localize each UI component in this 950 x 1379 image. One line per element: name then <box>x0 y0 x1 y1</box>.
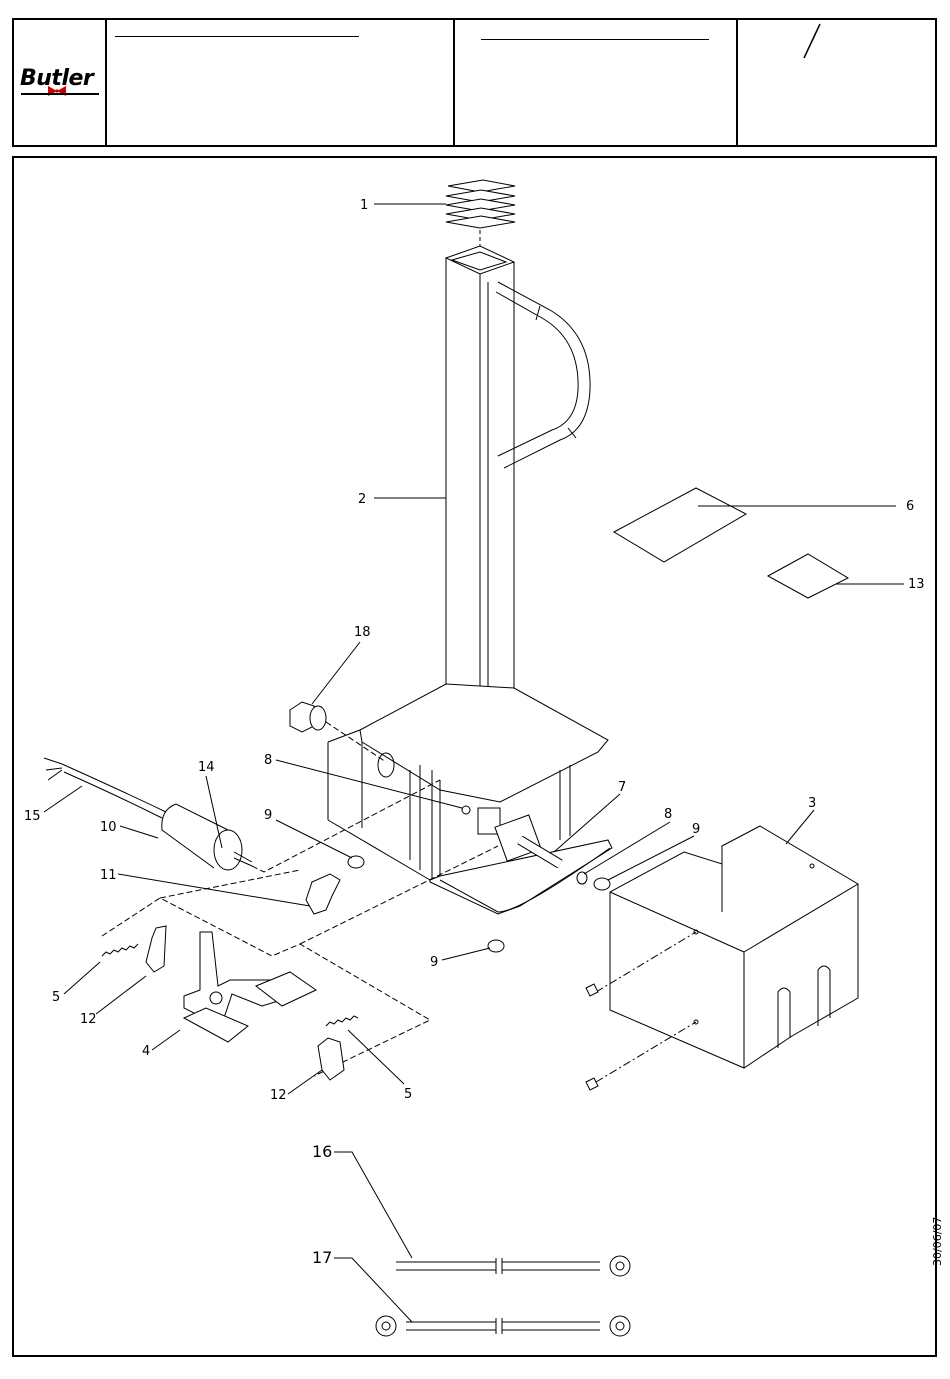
part-1-cap <box>446 180 515 246</box>
callout-3: 3 <box>808 796 816 811</box>
callout-2: 2 <box>358 492 366 507</box>
callout-18: 18 <box>354 625 371 640</box>
date-code: 30/06/07 <box>931 1217 944 1266</box>
callout-17: 17 <box>312 1248 332 1267</box>
springs-and-levers <box>102 926 358 1080</box>
callout-8a: 8 <box>264 753 272 768</box>
callout-5b: 5 <box>404 1087 412 1102</box>
base-plate <box>328 684 612 914</box>
callout-14: 14 <box>198 760 215 775</box>
callout-9a: 9 <box>264 808 272 823</box>
callout-7: 7 <box>618 780 626 795</box>
callout-11: 11 <box>100 868 117 883</box>
part-13-plate <box>768 554 848 598</box>
callout-5a: 5 <box>52 990 60 1005</box>
part-6-plate <box>614 488 746 562</box>
callout-10: 10 <box>100 820 117 835</box>
part-4-pedal <box>184 932 316 1042</box>
part-17-rod <box>376 1316 630 1336</box>
callout-8b: 8 <box>664 807 672 822</box>
part-2-column <box>446 246 590 748</box>
part-3-cover <box>610 826 858 1068</box>
callout-12b: 12 <box>270 1088 287 1103</box>
callout-9c: 9 <box>430 955 438 970</box>
callout-9b: 9 <box>692 822 700 837</box>
callout-4: 4 <box>142 1044 150 1059</box>
callout-12a: 12 <box>80 1012 97 1027</box>
part-11-cam <box>306 874 340 914</box>
part-14-motor <box>162 780 440 872</box>
callout-15: 15 <box>24 809 41 824</box>
callout-6: 6 <box>906 499 914 514</box>
part-16-rod <box>396 1256 630 1276</box>
callout-1: 1 <box>360 198 368 213</box>
part-15-cable <box>44 758 166 818</box>
callout-16: 16 <box>312 1142 332 1161</box>
callout-13: 13 <box>908 577 925 592</box>
